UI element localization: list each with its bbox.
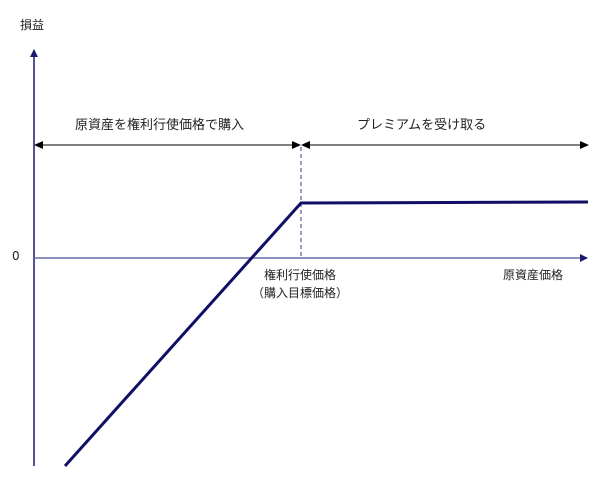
zero-label: 0 (12, 249, 20, 263)
y-axis-label: 損益 (20, 18, 45, 32)
strike-label-line1: 権利行使価格 (264, 268, 337, 282)
x-axis-label: 原資産価格 (503, 268, 564, 282)
region-left-label: 原資産を権利行使価格で購入 (75, 118, 245, 133)
payoff-line (63, 200, 589, 468)
strike-label-line2: （購入目標価格） (252, 286, 349, 300)
region-right-label: プレミアムを受け取る (357, 118, 487, 133)
